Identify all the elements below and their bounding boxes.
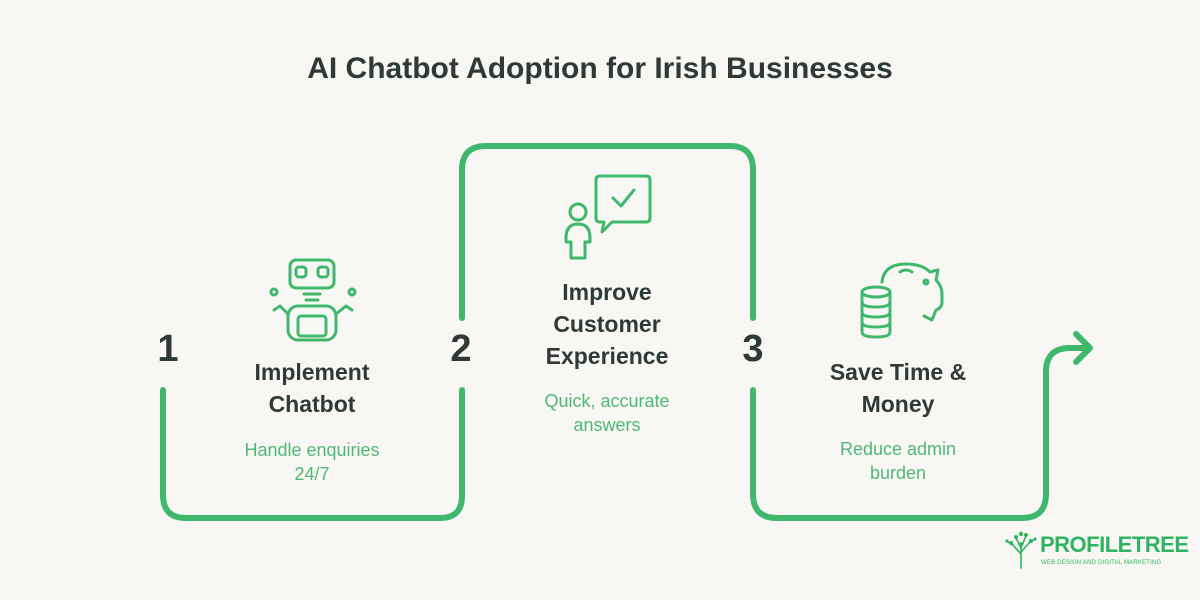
step-3-title-line: Money (861, 391, 935, 417)
arrow-head-icon (1073, 331, 1093, 365)
step-1-title-line: Chatbot (268, 391, 356, 417)
step-2-title-line: Customer (553, 311, 661, 337)
diagram-title: AI Chatbot Adoption for Irish Businesses (307, 52, 893, 85)
step-1-desc-line: 24/7 (294, 464, 330, 484)
step-1-desc-line: Handle enquiries (244, 440, 380, 460)
step-2-number: 2 (450, 328, 472, 370)
step-2-title: Improve Customer Experience (507, 276, 707, 372)
step-1-description: Handle enquiries 24/7 (212, 438, 412, 486)
tree-logo-icon (1005, 531, 1037, 569)
step-2-title-line: Improve (562, 279, 652, 305)
step-2-description: Quick, accurate answers (507, 389, 707, 437)
step-3-title: Save Time & Money (798, 356, 998, 420)
step-2-desc-line: answers (573, 415, 641, 435)
step-3-desc-line: burden (869, 463, 927, 483)
step-3-desc-line: Reduce admin (839, 439, 957, 459)
step-1-title: Implement Chatbot (212, 356, 412, 420)
logo-tagline: WEB DESIGN AND DIGITAL MARKETING (1041, 560, 1162, 566)
step-2-desc-line: Quick, accurate (544, 391, 670, 411)
step-3-title-line: Save Time & (829, 359, 967, 385)
step-2-title-line: Experience (545, 343, 669, 369)
profiletree-logo: PROFILETREE WEB DESIGN AND DIGITAL MARKE… (1004, 530, 1189, 574)
step-1-number: 1 (157, 328, 179, 370)
logo-name: PROFILETREE (1040, 532, 1189, 557)
piggy-bank-coins-icon (860, 262, 944, 339)
person-chat-check-icon (564, 174, 652, 260)
robot-icon (269, 258, 357, 342)
step-3-description: Reduce admin burden (798, 437, 998, 485)
step-1-title-line: Implement (254, 359, 370, 385)
step-3-number: 3 (742, 328, 764, 370)
